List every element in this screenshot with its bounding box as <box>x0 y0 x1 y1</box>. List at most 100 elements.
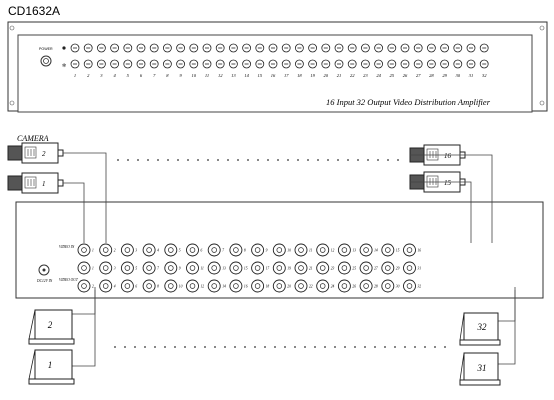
bnc-connector: 25 <box>337 261 356 275</box>
front-channel-number: 13 <box>231 73 236 78</box>
continuation-dot <box>377 159 379 161</box>
front-led-9-top <box>176 43 186 53</box>
front-channel-number: 31 <box>469 73 474 78</box>
front-led-10-top <box>189 43 199 53</box>
continuation-dot <box>187 159 189 161</box>
front-led-1-bottom <box>70 59 80 69</box>
front-panel-caption: 16 Input 32 Output Video Distribution Am… <box>326 97 491 107</box>
front-led-2-bottom <box>83 59 93 69</box>
continuation-dot <box>174 346 176 348</box>
monitor-right-31-number: 31 <box>477 363 487 373</box>
front-channel-number: 17 <box>284 73 289 78</box>
bnc-connector: 23 <box>316 261 335 275</box>
continuation-dot <box>157 159 159 161</box>
front-led-13-top <box>228 43 238 53</box>
continuation-dot <box>177 159 179 161</box>
bnc-connector: 2 <box>77 279 94 293</box>
continuation-dot <box>444 346 446 348</box>
bnc-connector-label: 18 <box>266 285 270 289</box>
bnc-connector: 13 <box>337 243 356 257</box>
continuation-dot <box>224 346 226 348</box>
continuation-dot <box>434 346 436 348</box>
bnc-connector-label: 15 <box>396 249 400 253</box>
front-led-4-top <box>110 43 119 53</box>
bnc-connector-label: 1 <box>92 267 94 271</box>
bnc-connector-label: 14 <box>374 249 378 253</box>
front-led-3-bottom <box>97 59 106 69</box>
front-led-26-bottom <box>400 59 410 69</box>
bnc-connector: 19 <box>272 261 291 275</box>
front-led-19-top <box>308 43 318 53</box>
bnc-connector: 2 <box>99 243 116 257</box>
bnc-connector-label: 4 <box>157 249 159 253</box>
front-led-19-bottom <box>308 59 318 69</box>
bnc-connector: 14 <box>359 243 378 257</box>
front-led-31-bottom <box>466 59 476 69</box>
continuation-dot <box>204 346 206 348</box>
bnc-connector: 27 <box>359 261 378 275</box>
front-led-25-top <box>387 43 397 53</box>
continuation-dot <box>277 159 279 161</box>
bnc-connector-label: 16 <box>244 285 248 289</box>
front-channel-number: 30 <box>456 73 461 78</box>
front-led-18-top <box>294 43 304 53</box>
bnc-connector: 9 <box>251 243 268 257</box>
bnc-connector-label: 8 <box>157 285 159 289</box>
bnc-connector-label: 30 <box>396 285 400 289</box>
bnc-connector-label: 23 <box>331 267 335 271</box>
bnc-connector: 10 <box>272 243 291 257</box>
bnc-connector-label: 24 <box>331 285 335 289</box>
continuation-dot <box>304 346 306 348</box>
front-led-6-top <box>136 43 146 53</box>
continuation-dot <box>357 159 359 161</box>
bnc-connector-label: 11 <box>201 267 205 271</box>
bnc-connector: 11 <box>294 243 313 257</box>
front-led-14-top <box>242 43 252 53</box>
continuation-dot <box>384 346 386 348</box>
bnc-connector: 7 <box>142 261 159 275</box>
continuation-dot <box>147 159 149 161</box>
front-led-10-bottom <box>189 59 199 69</box>
front-channel-number: 26 <box>403 73 408 78</box>
front-led-23-top <box>360 43 370 53</box>
front-channel-number: 29 <box>442 73 447 78</box>
bnc-connector-label: 5 <box>135 267 137 271</box>
front-channel-number: 15 <box>258 73 263 78</box>
front-channel-number: 1 <box>74 73 76 78</box>
monitor-right-32: 32 <box>459 312 501 346</box>
front-led-30-bottom <box>453 59 463 69</box>
front-channel-number: 5 <box>127 73 130 78</box>
continuation-dot <box>367 159 369 161</box>
continuation-dot <box>414 346 416 348</box>
model-title: CD1632A <box>8 4 60 18</box>
continuation-dot <box>274 346 276 348</box>
front-led-2-top <box>83 43 93 53</box>
monitor-left-1-number: 1 <box>48 360 53 370</box>
bnc-connector-label: 9 <box>266 249 268 253</box>
front-channel-leds <box>70 43 489 69</box>
continuation-dot <box>404 346 406 348</box>
continuation-dot <box>154 346 156 348</box>
camera-left-1: 1 <box>7 172 64 194</box>
continuation-dot <box>344 346 346 348</box>
front-channel-number: 7 <box>153 73 156 78</box>
bnc-connector-label: 16 <box>418 249 422 253</box>
front-led-5-bottom <box>123 59 133 69</box>
front-channel-number: 2 <box>87 73 90 78</box>
front-led-11-top <box>202 43 212 53</box>
bnc-connector: 29 <box>381 261 400 275</box>
front-led-30-top <box>453 43 463 53</box>
bnc-connector: 5 <box>120 261 137 275</box>
bnc-connector: 16 <box>403 243 422 257</box>
bnc-connector-label: 2 <box>114 249 116 253</box>
front-led-25-bottom <box>387 59 397 69</box>
front-led-6-bottom <box>136 59 146 69</box>
front-channel-number: 28 <box>429 73 434 78</box>
bnc-connector-label: 32 <box>418 285 422 289</box>
continuation-dot <box>337 159 339 161</box>
bnc-connector-label: 9 <box>179 267 181 271</box>
front-led-18-bottom <box>294 59 304 69</box>
front-channel-number: 8 <box>166 73 169 78</box>
